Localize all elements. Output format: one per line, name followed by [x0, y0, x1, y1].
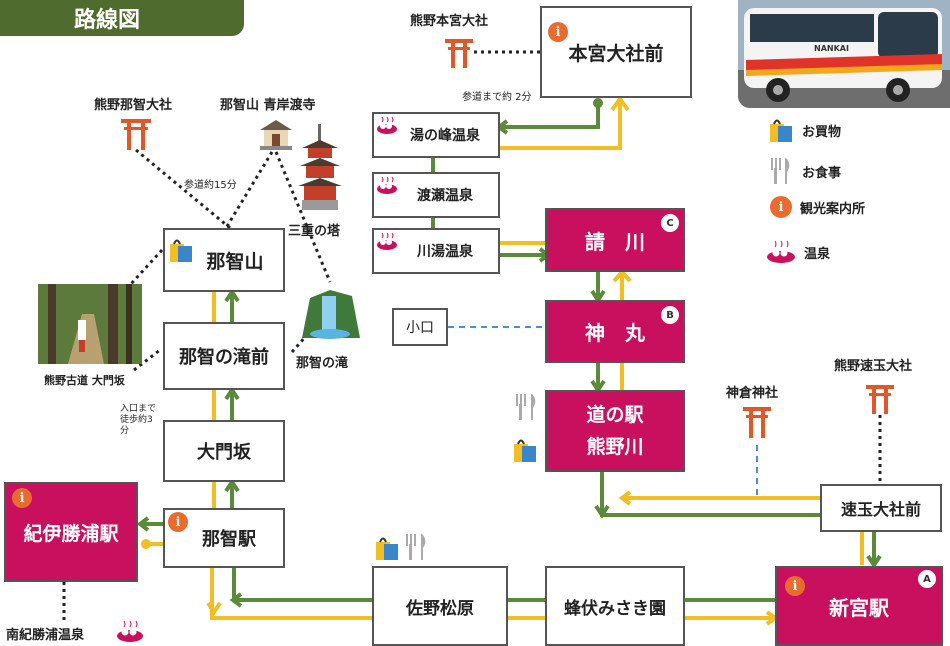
- legend-dining: お食事: [768, 156, 841, 186]
- katsuura-junction-dot: [141, 539, 151, 549]
- landmark-hayatama-taisha: 熊野速玉大社: [834, 359, 913, 374]
- badge-c: C: [661, 214, 679, 232]
- shopping-bag-icon: [514, 439, 536, 462]
- stop-daimonzaka: 大門坂: [163, 420, 285, 482]
- stop-kamimaru: 神 丸: [545, 300, 685, 363]
- stop-sano-matsubara: 佐野松原: [372, 566, 508, 646]
- landmark-nachi-taisha: 熊野那智大社: [94, 98, 173, 113]
- stop-watarase: 渡瀬温泉: [372, 172, 500, 218]
- bus-illustration: [738, 8, 950, 108]
- shopping-bag-icon: [170, 239, 192, 262]
- landmark-hongu-taisha: 熊野本宮大社: [410, 14, 489, 29]
- info-icon: i: [785, 576, 805, 596]
- torii-icon: [866, 385, 894, 414]
- stop-hayatama-taisha-mae: 速玉大社前: [820, 484, 942, 532]
- landmark-minami-kiikatsuura: 南紀勝浦温泉: [6, 628, 85, 643]
- fork-knife-icon: [771, 158, 790, 184]
- onsen-icon: [377, 232, 397, 250]
- onsen-icon: [117, 620, 143, 642]
- landmark-kodo-daimonzaka: 熊野古道 大門坂: [44, 374, 125, 387]
- stop-kawayu: 川湯温泉: [372, 228, 500, 274]
- shopping-bag-icon: [770, 119, 792, 142]
- hongu-junction-dot: [593, 98, 603, 108]
- note-sando-15min: 参道約15分: [184, 180, 237, 191]
- stop-hongu-taisha-mae: 本宮大社前: [540, 6, 692, 98]
- onsen-icon: [377, 116, 397, 134]
- torii-icon: [445, 39, 473, 68]
- info-icon: i: [12, 488, 32, 508]
- stop-koguchi: 小口: [392, 308, 448, 346]
- legend-info: i 観光案内所: [770, 196, 865, 218]
- bus-photo: NANKAI: [738, 0, 950, 108]
- yellow-route: [146, 103, 864, 620]
- temple-icon: [260, 120, 292, 150]
- badge-a: A: [918, 570, 936, 588]
- kodo-forest-image: [38, 284, 142, 364]
- landmark-seigantoji: 那智山 青岸渡寺: [220, 98, 316, 113]
- page-title: 路線図: [0, 0, 244, 36]
- bus-logo: NANKAI: [814, 44, 849, 53]
- info-icon: i: [168, 512, 188, 532]
- legend-shopping: お買物: [768, 116, 841, 144]
- info-icon: i: [548, 22, 568, 42]
- dashed-paths: [448, 326, 758, 498]
- torii-icon: [121, 119, 151, 150]
- fork-knife-icon: [516, 394, 536, 420]
- stop-nachi-no-taki-mae: 那智の滝前: [163, 322, 285, 390]
- stop-shingu-station: 新宮駅: [775, 566, 943, 646]
- stop-yunomine: 湯の峰温泉: [372, 112, 500, 158]
- note-entrance-walk: 入口まで 徒歩約3 分: [120, 404, 157, 436]
- badge-b: B: [661, 306, 679, 324]
- walking-paths: [62, 50, 882, 620]
- onsen-icon: [767, 240, 795, 263]
- shopping-bag-icon: [376, 537, 398, 560]
- onsen-icon: [377, 176, 397, 194]
- legend-onsen: 温泉: [766, 240, 830, 264]
- landmark-nachi-no-taki: 那智の滝: [296, 356, 349, 371]
- stop-michinoeki-kumanogawa: 道の駅 熊野川: [545, 390, 685, 472]
- landmark-kamikura: 神倉神社: [726, 386, 779, 401]
- stop-nachi-station: 那智駅: [163, 508, 285, 568]
- torii-icon: [743, 407, 771, 438]
- note-sando-2min: 参道まで約 2分: [462, 92, 532, 103]
- pagoda-icon: [298, 124, 342, 210]
- waterfall-icon: [302, 290, 360, 339]
- landmark-sanju-no-to: 三重の塔: [288, 224, 341, 239]
- stop-hotate-misakien: 蜂伏みさき園: [545, 566, 685, 646]
- info-icon: i: [770, 196, 792, 218]
- fork-knife-icon: [406, 534, 426, 560]
